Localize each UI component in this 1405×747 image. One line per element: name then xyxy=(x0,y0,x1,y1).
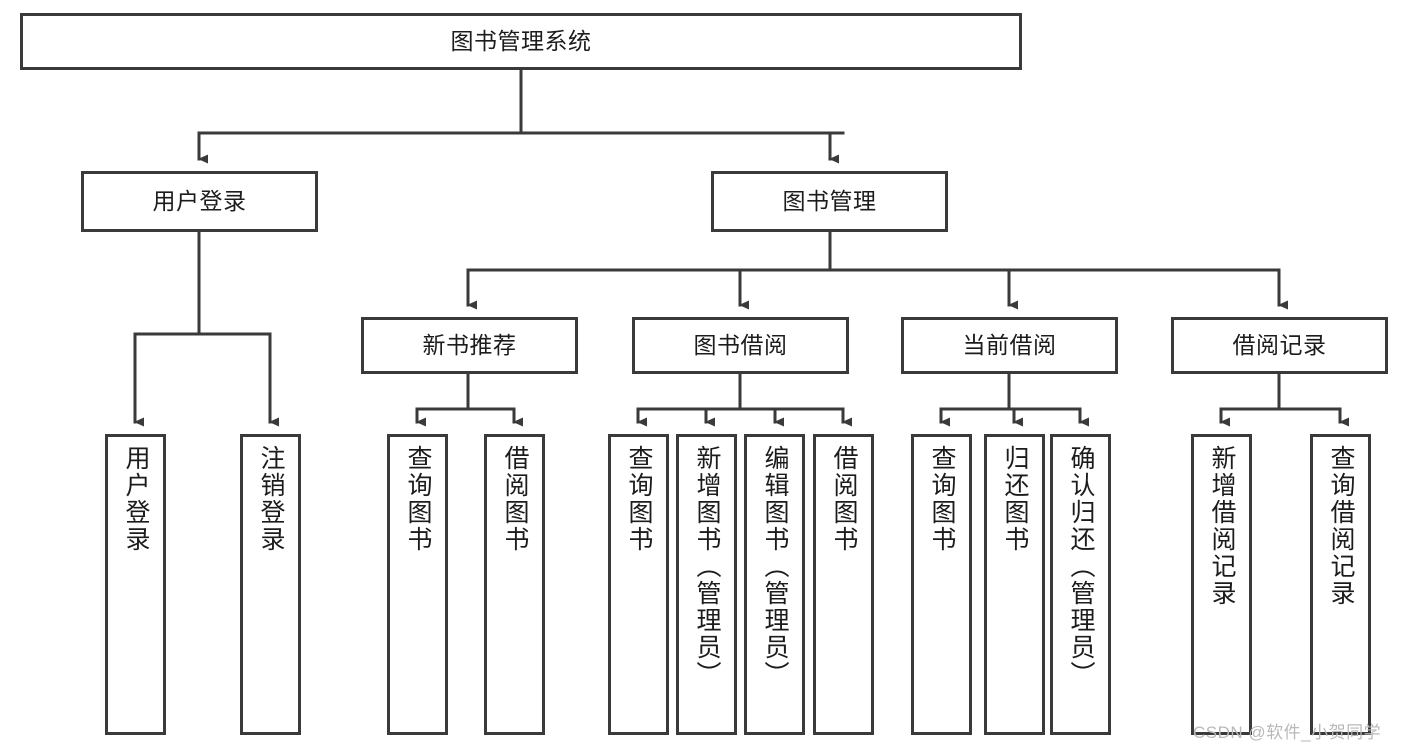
node-current-borrow[interactable]: 当前借阅 xyxy=(901,317,1118,374)
node-leaf-query-borrow-record[interactable]: 查询借阅记录 xyxy=(1310,434,1371,735)
node-label: 图书管理 xyxy=(782,187,877,214)
node-book-borrow[interactable]: 图书借阅 xyxy=(632,317,849,374)
node-leaf-add-borrow-record[interactable]: 新增借阅记录 xyxy=(1191,434,1252,735)
node-root-book-management-system[interactable]: 图书管理系统 xyxy=(20,13,1022,70)
node-label: 查询借阅记录 xyxy=(1327,445,1355,607)
node-label: 用户登录 xyxy=(122,445,150,553)
node-leaf-confirm-return-admin[interactable]: 确认归还（管理员） xyxy=(1050,434,1111,735)
node-label: 查询图书 xyxy=(625,445,653,553)
node-label: 归还图书 xyxy=(1001,445,1029,553)
node-label: 查询图书 xyxy=(928,445,956,553)
node-label: 新书推荐 xyxy=(422,331,517,358)
node-label: 借阅记录 xyxy=(1232,331,1327,358)
node-label: 用户登录 xyxy=(152,187,247,214)
node-label: 查询图书 xyxy=(404,445,432,553)
node-label: 注销登录 xyxy=(257,445,285,553)
node-label: 图书管理系统 xyxy=(450,27,592,54)
node-leaf-query-book-3[interactable]: 查询图书 xyxy=(911,434,972,735)
node-leaf-query-book-2[interactable]: 查询图书 xyxy=(608,434,669,735)
node-label: 图书借阅 xyxy=(693,331,788,358)
node-leaf-edit-book-admin[interactable]: 编辑图书（管理员） xyxy=(744,434,805,735)
node-label: 新增借阅记录 xyxy=(1208,445,1236,607)
node-leaf-user-login[interactable]: 用户登录 xyxy=(105,434,166,735)
node-book-management[interactable]: 图书管理 xyxy=(711,171,948,232)
node-leaf-borrow-book-2[interactable]: 借阅图书 xyxy=(813,434,874,735)
node-borrow-record[interactable]: 借阅记录 xyxy=(1171,317,1388,374)
node-leaf-query-book-1[interactable]: 查询图书 xyxy=(387,434,448,735)
node-leaf-add-book-admin[interactable]: 新增图书（管理员） xyxy=(676,434,737,735)
node-label: 编辑图书（管理员） xyxy=(761,445,789,688)
node-new-book-recommend[interactable]: 新书推荐 xyxy=(361,317,578,374)
node-leaf-borrow-book-1[interactable]: 借阅图书 xyxy=(484,434,545,735)
node-label: 新增图书（管理员） xyxy=(693,445,721,688)
node-label: 借阅图书 xyxy=(830,445,858,553)
node-label: 当前借阅 xyxy=(962,331,1057,358)
csdn-watermark: CSDN @软件_小贺同学 xyxy=(1193,723,1382,742)
node-leaf-logout[interactable]: 注销登录 xyxy=(240,434,301,735)
node-user-login[interactable]: 用户登录 xyxy=(81,171,318,232)
node-label: 确认归还（管理员） xyxy=(1067,445,1095,688)
node-leaf-return-book[interactable]: 归还图书 xyxy=(984,434,1045,735)
node-label: 借阅图书 xyxy=(501,445,529,553)
